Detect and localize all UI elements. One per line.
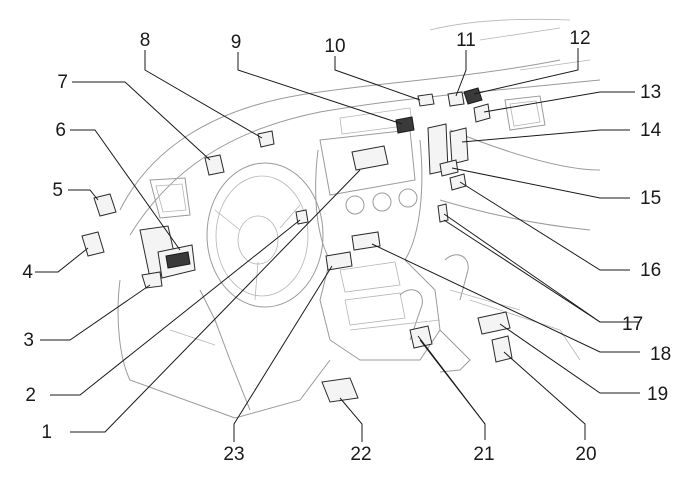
components <box>81 87 513 403</box>
callout-1: 1 <box>41 422 52 443</box>
callout-4: 4 <box>22 262 33 283</box>
callout-7: 7 <box>57 72 68 93</box>
component-junction-block <box>139 225 196 289</box>
callout-6: 6 <box>55 120 66 141</box>
component-13 <box>473 103 491 123</box>
callout-11: 11 <box>456 30 476 51</box>
leader-15 <box>451 167 630 199</box>
component-23 <box>325 251 353 271</box>
leader-14 <box>461 129 630 143</box>
leader-10 <box>334 56 421 101</box>
component-5 <box>93 193 117 217</box>
callout-20: 20 <box>575 444 596 465</box>
dashboard-outline <box>117 18 601 419</box>
component-19 <box>477 311 511 335</box>
callout-labels: 1 2 3 4 5 6 7 8 9 10 11 12 13 14 15 16 1… <box>22 28 671 465</box>
leader-12 <box>473 48 579 95</box>
component-12 <box>463 87 483 105</box>
component-22 <box>321 377 359 403</box>
component-21 <box>409 325 433 349</box>
leader-2 <box>50 219 301 396</box>
leader-17a <box>443 213 640 323</box>
component-9 <box>395 116 415 134</box>
callout-19: 19 <box>647 384 668 405</box>
component-14 <box>427 123 469 175</box>
callout-3: 3 <box>23 330 34 351</box>
leader-1 <box>70 169 361 433</box>
leader-13 <box>483 91 635 113</box>
leader-21b <box>417 335 486 425</box>
leader-23 <box>233 265 333 442</box>
callout-16: 16 <box>640 260 661 281</box>
callout-17: 17 <box>622 314 643 335</box>
component-4 <box>81 231 105 257</box>
leader-20 <box>503 351 586 440</box>
leader-4 <box>35 247 89 273</box>
leader-19 <box>499 323 640 394</box>
component-16 <box>449 173 467 191</box>
callout-21: 21 <box>473 444 494 465</box>
callout-5: 5 <box>52 180 63 201</box>
leader-8 <box>144 50 263 139</box>
component-20 <box>491 335 513 363</box>
leader-17b <box>443 219 601 323</box>
callout-23: 23 <box>223 444 244 465</box>
callout-13: 13 <box>640 82 661 103</box>
component-15 <box>439 159 459 177</box>
leader-6 <box>70 129 181 251</box>
callout-2: 2 <box>25 385 36 406</box>
leader-9 <box>237 52 403 125</box>
callout-9: 9 <box>231 32 242 53</box>
leader-18 <box>371 243 640 353</box>
leader-3 <box>40 284 151 341</box>
callout-14: 14 <box>640 120 662 141</box>
component-1 <box>351 145 389 171</box>
component-17 <box>437 203 449 223</box>
leader-11 <box>455 50 467 97</box>
leader-16 <box>459 181 630 271</box>
leader-7 <box>72 81 211 161</box>
callout-22: 22 <box>350 444 371 465</box>
leader-lines <box>35 48 640 442</box>
callout-15: 15 <box>640 188 661 209</box>
leader-5 <box>68 189 99 201</box>
component-10 <box>417 93 435 107</box>
component-18 <box>351 231 381 251</box>
callout-10: 10 <box>324 36 345 57</box>
component-11 <box>447 91 465 107</box>
callout-18: 18 <box>650 344 671 365</box>
callout-12: 12 <box>569 28 590 49</box>
leader-22 <box>339 397 363 442</box>
leader-21a <box>419 339 486 440</box>
callout-8: 8 <box>140 30 151 51</box>
component-8 <box>257 130 275 148</box>
